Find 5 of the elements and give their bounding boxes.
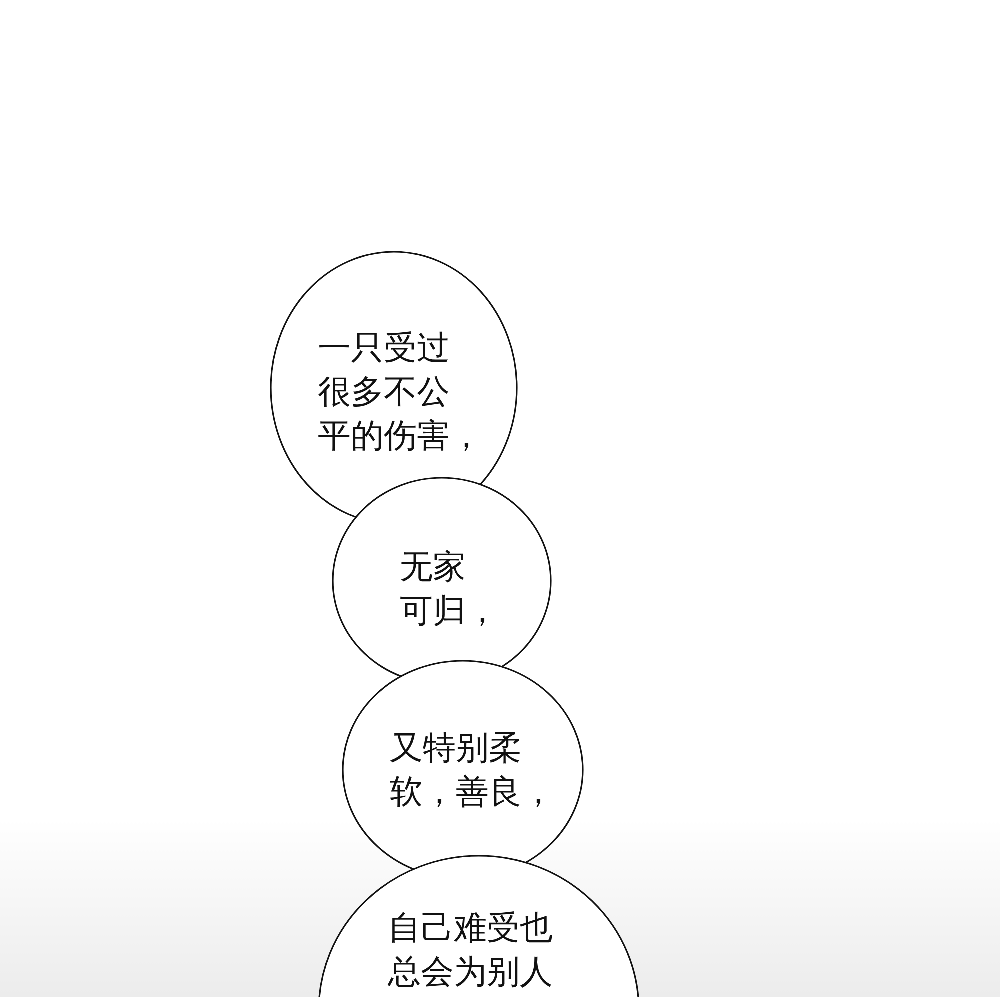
speech-text: 无家可归， [400, 546, 499, 632]
speech-text: 自己难受也总会为别人 [388, 907, 553, 993]
speech-bubble [318, 855, 640, 997]
speech-text: 一只受过很多不公平的伤害， [318, 327, 483, 457]
speech-text: 又特别柔软，善良， [390, 727, 555, 813]
